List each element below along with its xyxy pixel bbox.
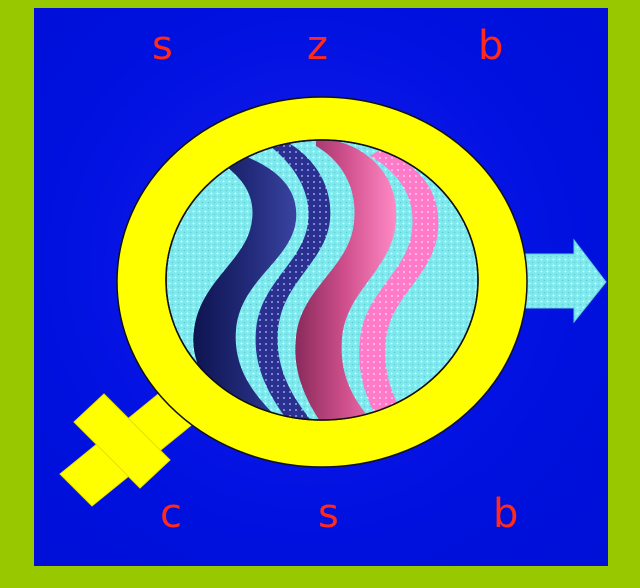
letter-bottom-right: b [493,494,518,534]
letter-top-right: b [478,26,503,66]
letter-bottom-center: s [318,494,339,534]
letter-bottom-left: c [160,494,182,534]
letter-top-center: z [307,26,328,66]
letter-top-left: s [152,26,173,66]
